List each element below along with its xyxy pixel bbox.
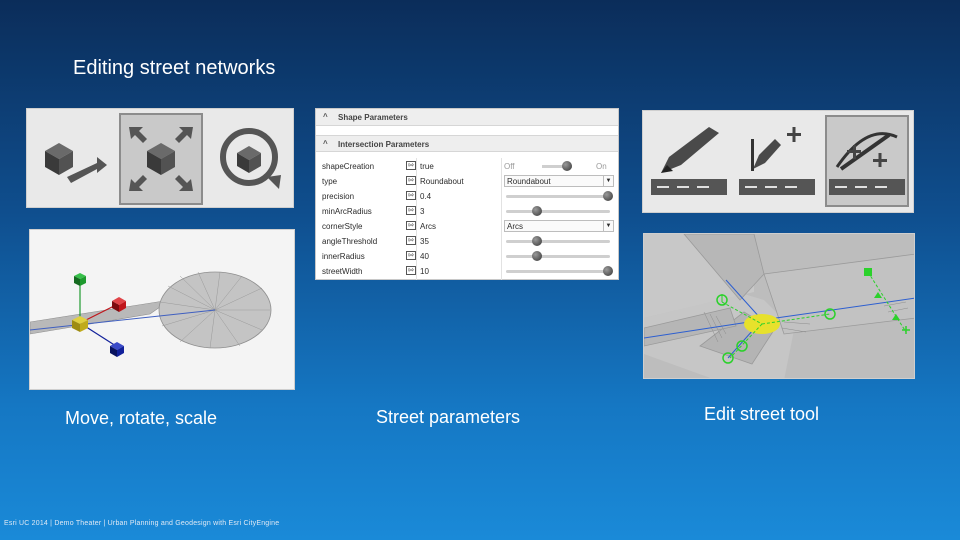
dropdown-value: Roundabout	[507, 177, 551, 186]
param-row-minarcradius: minArcRadius ⇰ 3	[316, 204, 618, 219]
param-source-icon[interactable]: ⇰	[406, 266, 416, 275]
param-name: innerRadius	[322, 252, 365, 261]
param-name: minArcRadius	[322, 207, 372, 216]
precision-slider[interactable]	[506, 195, 610, 198]
param-value: true	[420, 162, 434, 171]
collapse-chevron-icon: ^	[323, 139, 328, 148]
shape-parameters-title: Shape Parameters	[338, 113, 408, 122]
scale-tool-icon	[129, 127, 193, 191]
param-row-cornerstyle: cornerStyle ⇰ Arcs Arcs ▼	[316, 219, 618, 234]
innerradius-slider[interactable]	[506, 255, 610, 258]
move-tool-icon	[45, 143, 107, 183]
gizmo-z-handle[interactable]	[110, 342, 124, 357]
param-source-icon[interactable]: ⇰	[406, 191, 416, 200]
add-street-button[interactable]	[735, 115, 819, 207]
toggle-knob[interactable]	[562, 161, 572, 171]
anglethreshold-slider[interactable]	[506, 240, 610, 243]
freehand-street-button[interactable]	[647, 115, 731, 207]
edit-street-button[interactable]	[825, 115, 909, 207]
param-value: Roundabout	[420, 177, 464, 186]
param-row-shapecreation: shapeCreation ⇰ true Off On	[316, 159, 618, 174]
add-street-icon	[739, 127, 815, 195]
slider-knob[interactable]	[532, 206, 543, 216]
gizmo-center-handle[interactable]	[72, 316, 88, 332]
param-name: angleThreshold	[322, 237, 378, 246]
param-value: Arcs	[420, 222, 436, 231]
param-source-icon[interactable]: ⇰	[406, 206, 416, 215]
param-source-icon[interactable]: ⇰	[406, 251, 416, 260]
chevron-down-icon: ▼	[603, 221, 613, 231]
rotate-tool-icon	[220, 128, 281, 189]
toggle-off-label: Off	[504, 162, 515, 171]
param-source-icon[interactable]: ⇰	[406, 221, 416, 230]
param-name: type	[322, 177, 338, 186]
shape-parameters-header[interactable]: ^ Shape Parameters	[316, 109, 618, 126]
param-row-innerradius: innerRadius ⇰ 40	[316, 249, 618, 264]
street-end-handle[interactable]	[864, 268, 872, 276]
chevron-down-icon: ▼	[603, 176, 613, 186]
param-value: 10	[420, 267, 429, 276]
scale-tool-button[interactable]	[119, 113, 203, 205]
param-value: 0.4	[420, 192, 432, 201]
control-point-handle[interactable]	[736, 340, 748, 352]
param-row-anglethreshold: angleThreshold ⇰ 35	[316, 234, 618, 249]
gizmo-scene	[30, 271, 272, 357]
param-source-icon[interactable]: ⇰	[406, 161, 416, 170]
gizmo-y-handle[interactable]	[74, 273, 86, 286]
caption-move-rotate-scale: Move, rotate, scale	[65, 408, 218, 428]
slide-footer: Esri UC 2014 | Demo Theater | Urban Plan…	[4, 520, 280, 527]
rotate-tool-button[interactable]	[209, 113, 293, 205]
param-name: shapeCreation	[322, 162, 375, 171]
cornerstyle-dropdown[interactable]: Arcs ▼	[504, 220, 614, 232]
edit-street-viewport[interactable]	[643, 233, 915, 379]
freehand-street-icon	[651, 127, 727, 195]
slider-knob[interactable]	[602, 191, 613, 201]
transform-toolbar	[26, 108, 294, 208]
edit-street-scene	[644, 234, 914, 378]
control-point-handle[interactable]	[722, 352, 734, 364]
type-dropdown[interactable]: Roundabout ▼	[504, 175, 614, 187]
slide-title: Editing street networks	[73, 57, 276, 79]
shapecreation-toggle[interactable]	[542, 165, 572, 168]
intersection-parameters-title: Intersection Parameters	[338, 140, 430, 149]
collapse-chevron-icon: ^	[323, 112, 328, 121]
control-point-handle[interactable]	[824, 308, 836, 320]
move-tool-button[interactable]	[31, 113, 115, 205]
slider-knob[interactable]	[532, 251, 543, 261]
slider-knob[interactable]	[602, 266, 613, 276]
param-name: streetWidth	[322, 267, 363, 276]
street-toolbar	[642, 110, 914, 213]
edit-street-icon	[829, 132, 905, 195]
caption-edit-street-tool: Edit street tool	[704, 404, 820, 424]
param-source-icon[interactable]: ⇰	[406, 176, 416, 185]
toggle-on-label: On	[596, 162, 607, 171]
param-row-precision: precision ⇰ 0.4	[316, 189, 618, 204]
control-point-handle[interactable]	[716, 294, 728, 306]
param-row-type: type ⇰ Roundabout Roundabout ▼	[316, 174, 618, 189]
transform-gizmo-viewport[interactable]	[29, 229, 295, 390]
intersection-parameters-header[interactable]: ^ Intersection Parameters	[316, 135, 618, 152]
gizmo-x-handle[interactable]	[112, 297, 126, 312]
shape-parameters-panel: ^ Shape Parameters ^ Intersection Parame…	[315, 108, 619, 280]
param-name: cornerStyle	[322, 222, 363, 231]
slider-knob[interactable]	[532, 236, 543, 246]
param-value: 3	[420, 207, 425, 216]
param-source-icon[interactable]: ⇰	[406, 236, 416, 245]
param-value: 40	[420, 252, 429, 261]
streetwidth-slider[interactable]	[506, 270, 610, 273]
param-name: precision	[322, 192, 355, 201]
param-value: 35	[420, 237, 429, 246]
minarcradius-slider[interactable]	[506, 210, 610, 213]
param-row-streetwidth: streetWidth ⇰ 10	[316, 264, 618, 279]
caption-street-parameters: Street parameters	[376, 407, 521, 427]
dropdown-value: Arcs	[507, 222, 523, 231]
